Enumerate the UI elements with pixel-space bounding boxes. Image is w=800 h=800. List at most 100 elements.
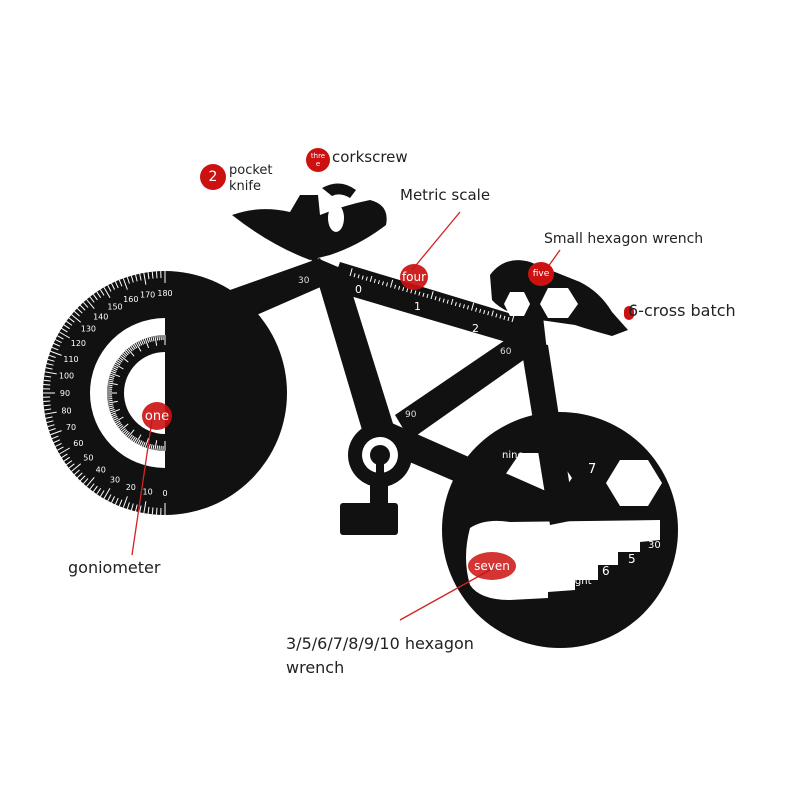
protractor-inner-tick [148, 443, 151, 449]
scale-tick [398, 285, 401, 290]
protractor-outer-tick [114, 281, 119, 289]
scale-two: 2 [472, 322, 479, 335]
protractor-inner-tick [130, 435, 135, 441]
wheel-label-ten: 10 [524, 588, 536, 598]
protractor-inner-tick [113, 417, 119, 421]
protractor-inner-tick [124, 350, 129, 356]
protractor-outer-tick [68, 463, 75, 469]
protractor-inner-tick [128, 434, 133, 440]
protractor-inner-tick [152, 336, 155, 342]
scale-tick [446, 299, 449, 304]
protractor-inner-tick [148, 337, 151, 343]
marker-two: 2 [200, 164, 226, 190]
seat-tube-number: 90 [405, 410, 417, 420]
protractor-outer-tick [55, 442, 62, 447]
protractor-outer-tick [82, 302, 89, 308]
pocket-knife-line1: pocket [229, 163, 273, 178]
protractor-inner-tick [108, 380, 114, 383]
protractor-outer-tick [107, 494, 112, 501]
protractor-outer-tick [74, 310, 80, 317]
protractor-inner-tick [128, 346, 133, 352]
protractor-inner-tick [112, 367, 118, 371]
protractor-inner-tick [139, 440, 143, 446]
protractor-outer-tick [53, 342, 61, 347]
scale-tick [426, 293, 429, 298]
protractor-inner-tick [135, 434, 142, 444]
protractor-inner-tick [108, 378, 114, 381]
protractor-outer-tick [82, 478, 89, 484]
protractor-outer-tick [143, 272, 147, 285]
protractor-outer-tick [139, 273, 142, 281]
wheel-label-thirty: 30 [648, 540, 661, 551]
protractor-inner-tick [120, 355, 129, 363]
protractor-inner-tick [107, 386, 113, 388]
protractor-inner-tick [109, 408, 115, 412]
protractor-outer-tick [50, 430, 62, 436]
protractor-outer-tick [126, 276, 130, 284]
protractor-outer-tick [99, 490, 105, 497]
protractor-outer-tick [122, 496, 128, 508]
protractor-outer-tick [44, 411, 57, 415]
protractor-inner-tick [139, 340, 143, 346]
scale-tick [491, 310, 494, 317]
scale-tick [503, 315, 506, 320]
protractor-outer-tick [51, 346, 59, 351]
protractor-outer-tick [89, 296, 95, 303]
protractor-outer-tick [59, 447, 70, 455]
protractor-outer-tick [92, 485, 98, 492]
scale-tick [499, 314, 502, 319]
scale-tick [361, 275, 364, 280]
protractor-outer-tick [63, 324, 70, 330]
scale-tick [507, 316, 510, 321]
scale-tick [390, 279, 394, 288]
scale-tick [430, 291, 434, 300]
protractor-inner-tick [127, 348, 135, 357]
marker-four: four [400, 264, 428, 290]
scale-tick [418, 291, 421, 296]
protractor-inner-tick [113, 365, 119, 369]
protractor-outer-tick [143, 501, 147, 514]
down-tube-number: 60 [500, 347, 512, 357]
scale-tick [373, 278, 376, 284]
protractor-label: 100 [59, 372, 74, 381]
wheel-label-six: 6 [602, 564, 610, 578]
marker-three-line2: e [315, 160, 321, 168]
protractor-outer-tick [50, 350, 62, 356]
protractor-outer-tick [43, 379, 51, 382]
marker-five: five [528, 262, 554, 286]
protractor-outer-tick [44, 375, 52, 378]
protractor-inner-tick [144, 338, 150, 349]
protractor-label: 90 [60, 389, 70, 398]
protractor-inner-tick [142, 441, 146, 447]
goniometer-label: goniometer [68, 558, 161, 577]
protractor-inner-tick [109, 376, 115, 379]
protractor-inner-tick [111, 414, 117, 418]
pointer-lines [131, 211, 561, 621]
protractor-outer-tick [57, 446, 64, 451]
protractor-outer-tick [66, 320, 73, 326]
cross-batch-label: 6-cross batch [628, 301, 736, 320]
protractor-outer-tick [51, 435, 59, 440]
protractor-inner-tick [111, 370, 117, 374]
protractor-inner-tick [133, 437, 138, 443]
scale-tick [466, 305, 470, 310]
scale-tick [454, 301, 457, 307]
protractor-inner-tick [109, 407, 115, 410]
protractor-inner-tick [107, 400, 118, 404]
protractor-outer-tick [99, 289, 105, 296]
protractor-inner-tick [133, 343, 138, 349]
protractor-outer-tick [135, 504, 138, 512]
protractor-label: 40 [96, 466, 106, 475]
protractor-outer-tick [135, 274, 138, 282]
scale-tick [475, 307, 478, 312]
protractor-label: 170 [140, 291, 155, 300]
protractor-outer-tick [53, 439, 61, 444]
protractor-outer-tick [59, 331, 70, 339]
protractor-outer-tick [139, 505, 142, 513]
scale-one: 1 [414, 300, 421, 313]
protractor-outer-tick [151, 271, 154, 279]
protractor-outer-tick [114, 497, 119, 505]
protractor-inner-tick [140, 339, 144, 345]
protractor-inner-tick [117, 358, 123, 363]
